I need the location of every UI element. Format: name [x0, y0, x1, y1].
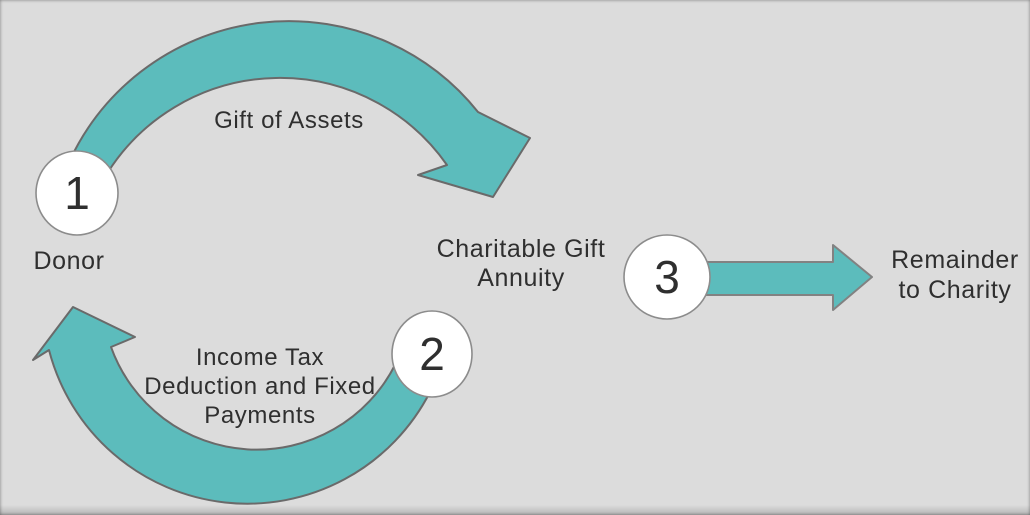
gift-of-assets-arrow: [69, 20, 531, 198]
remainder-arrow: [689, 244, 873, 311]
income-tax-label-line3: Payments: [204, 402, 316, 429]
remainder-label: Remainder to Charity: [870, 245, 1030, 305]
annuity-label-line1: Charitable Gift: [436, 235, 606, 263]
step-2-number: 2: [419, 328, 445, 380]
step-3-number: 3: [654, 251, 680, 303]
annuity-label-line2: Annuity: [477, 264, 565, 292]
step-3-circle: [623, 234, 711, 320]
step-1-circle: [35, 150, 119, 236]
bottom-edge-shadow: [0, 505, 1030, 515]
step-2-circle: [391, 310, 473, 398]
income-tax-return-arrow: [32, 306, 431, 505]
remainder-label-line2: to Charity: [898, 276, 1012, 304]
income-tax-label-line1: Income Tax: [195, 344, 325, 371]
income-tax-label: Income Tax Deduction and Fixed Payments: [135, 343, 385, 430]
donor-label: Donor: [33, 247, 105, 275]
income-tax-label-line2: Deduction and Fixed: [144, 373, 376, 400]
annuity-label: Charitable Gift Annuity: [401, 235, 641, 293]
gift-of-assets-label: Gift of Assets: [214, 107, 364, 134]
remainder-label-line1: Remainder: [891, 246, 1019, 274]
step-1-number: 1: [64, 167, 90, 219]
